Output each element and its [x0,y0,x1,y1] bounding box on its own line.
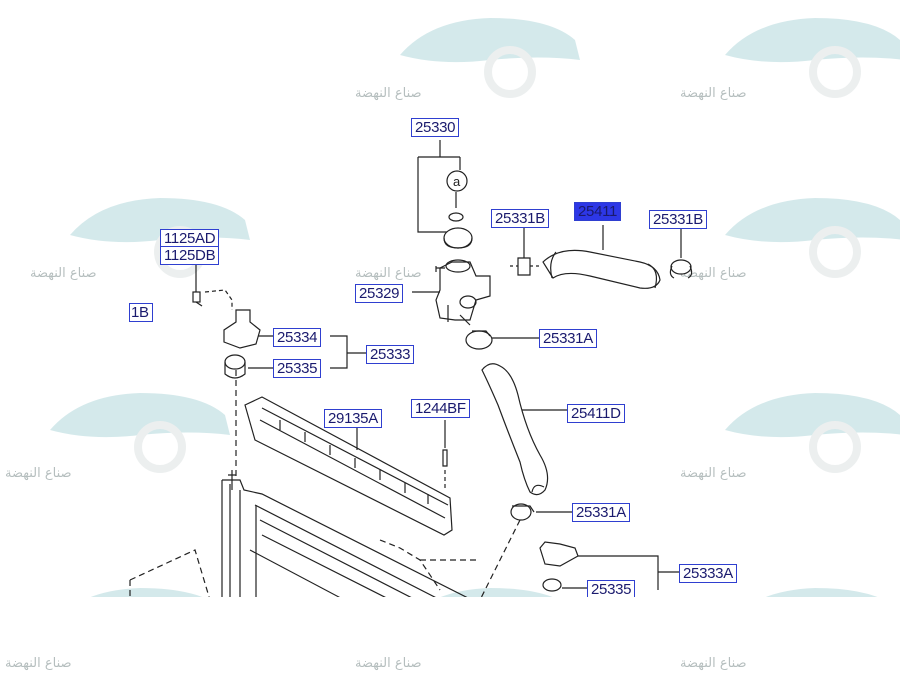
part-label-25331B-left[interactable]: 25331B [491,209,549,228]
part-label-1125AD[interactable]: 1125AD [160,229,220,247]
part-label-25330[interactable]: 25330 [411,118,460,137]
callout-a: a [453,174,461,189]
watermark-text: صناع النهضة [5,466,72,481]
part-label-25411[interactable]: 25411 [574,202,622,221]
watermark-text: صناع النهضة [680,656,747,671]
watermark-text: صناع النهضة [680,466,747,481]
part-label-25335-bottom[interactable]: 25335 [587,580,636,598]
part-label-25411D[interactable]: 25411D [567,404,625,423]
part-label-25334[interactable]: 25334 [273,328,322,347]
part-label-25335[interactable]: 25335 [273,359,322,378]
watermark-text: صناع النهضة [355,266,422,281]
watermark-text: صناع النهضة [680,266,747,281]
part-label-25329[interactable]: 25329 [355,284,404,303]
watermark-text: صناع النهضة [680,86,747,101]
watermark-text: صناع النهضة [5,656,72,671]
part-label-25333A[interactable]: 25333A [679,564,737,583]
part-label-25333[interactable]: 25333 [366,345,415,364]
part-label-25331B-right[interactable]: 25331B [649,210,707,229]
part-label-1B[interactable]: 1B [129,303,153,322]
watermark-text: صناع النهضة [355,656,422,671]
watermark-text: صناع النهضة [355,86,422,101]
part-label-1125DB[interactable]: 1125DB [160,246,220,265]
part-label-29135A[interactable]: 29135A [324,409,382,428]
part-label-1244BF[interactable]: 1244BF [411,399,470,418]
part-label-25331A-top[interactable]: 25331A [539,329,597,348]
watermark-text: صناع النهضة [30,266,97,281]
part-label-25331A-bottom[interactable]: 25331A [572,503,630,522]
bottom-mask [0,597,900,675]
